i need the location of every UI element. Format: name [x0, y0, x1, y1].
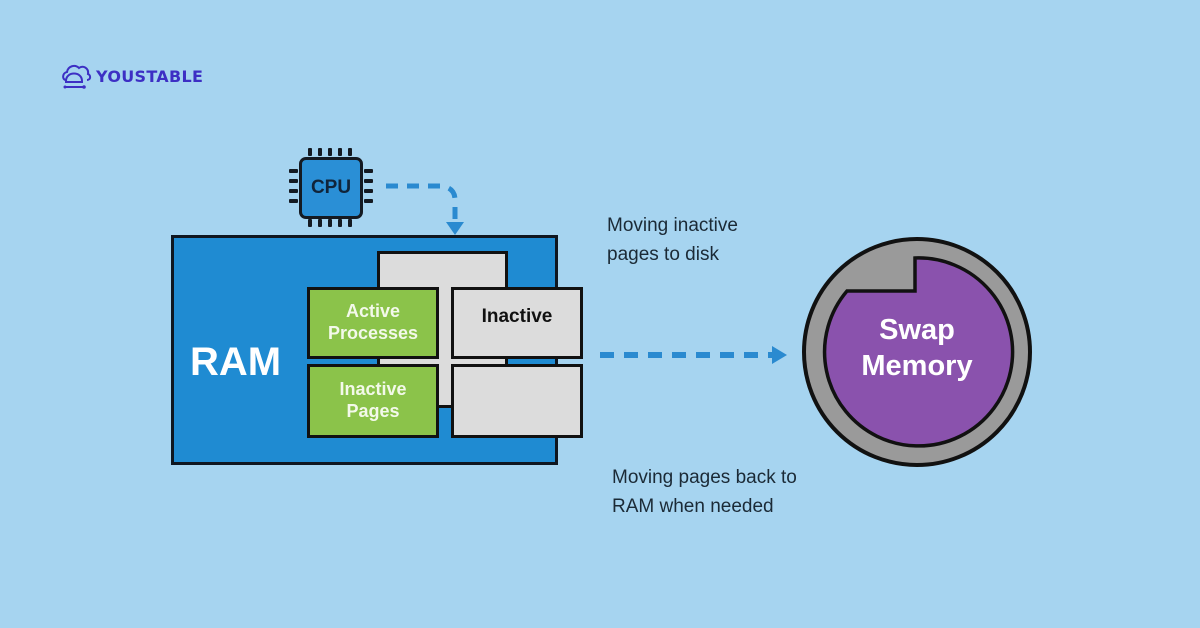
caption-to-ram-line2: RAM when needed — [612, 496, 774, 517]
cloud-headset-icon — [62, 64, 92, 89]
inactive-pages-block: Inactive Pages — [307, 364, 439, 438]
cpu-block: CPU — [299, 157, 363, 219]
swap-label-line1: Swap — [879, 314, 955, 346]
inactive-pages-line2: Pages — [346, 401, 400, 421]
swap-label-line2: Memory — [861, 350, 973, 382]
caption-to-disk-line1: Moving inactive — [607, 215, 738, 236]
caption-to-ram: Moving pages back to RAM when needed — [612, 463, 797, 521]
cpu-to-ram-arrow — [386, 183, 458, 222]
caption-to-disk-line2: pages to disk — [607, 244, 719, 265]
cpu-to-ram-arrowhead — [446, 222, 464, 235]
ram-to-swap-arrowhead — [772, 346, 787, 364]
swap-memory-label: Swap Memory — [827, 312, 1007, 384]
inactive-pages-line1: Inactive — [339, 379, 407, 400]
cpu-label: CPU — [310, 177, 352, 198]
swap-inner-fill — [822, 256, 1015, 448]
inactive-label: Inactive — [481, 306, 553, 328]
caption-to-disk: Moving inactive pages to disk — [607, 211, 738, 269]
active-processes-line1: Active — [345, 301, 400, 322]
ram-label: RAM — [190, 340, 282, 384]
active-processes-line2: Processes — [327, 323, 419, 343]
inactive-block: Inactive — [451, 287, 583, 359]
caption-to-ram-line1: Moving pages back to — [612, 467, 797, 488]
brand-name: YOUSTABLE — [96, 66, 204, 86]
empty-page-block — [451, 364, 583, 438]
brand-logo: YOUSTABLE — [60, 62, 203, 90]
active-processes-block: Active Processes — [307, 287, 439, 359]
